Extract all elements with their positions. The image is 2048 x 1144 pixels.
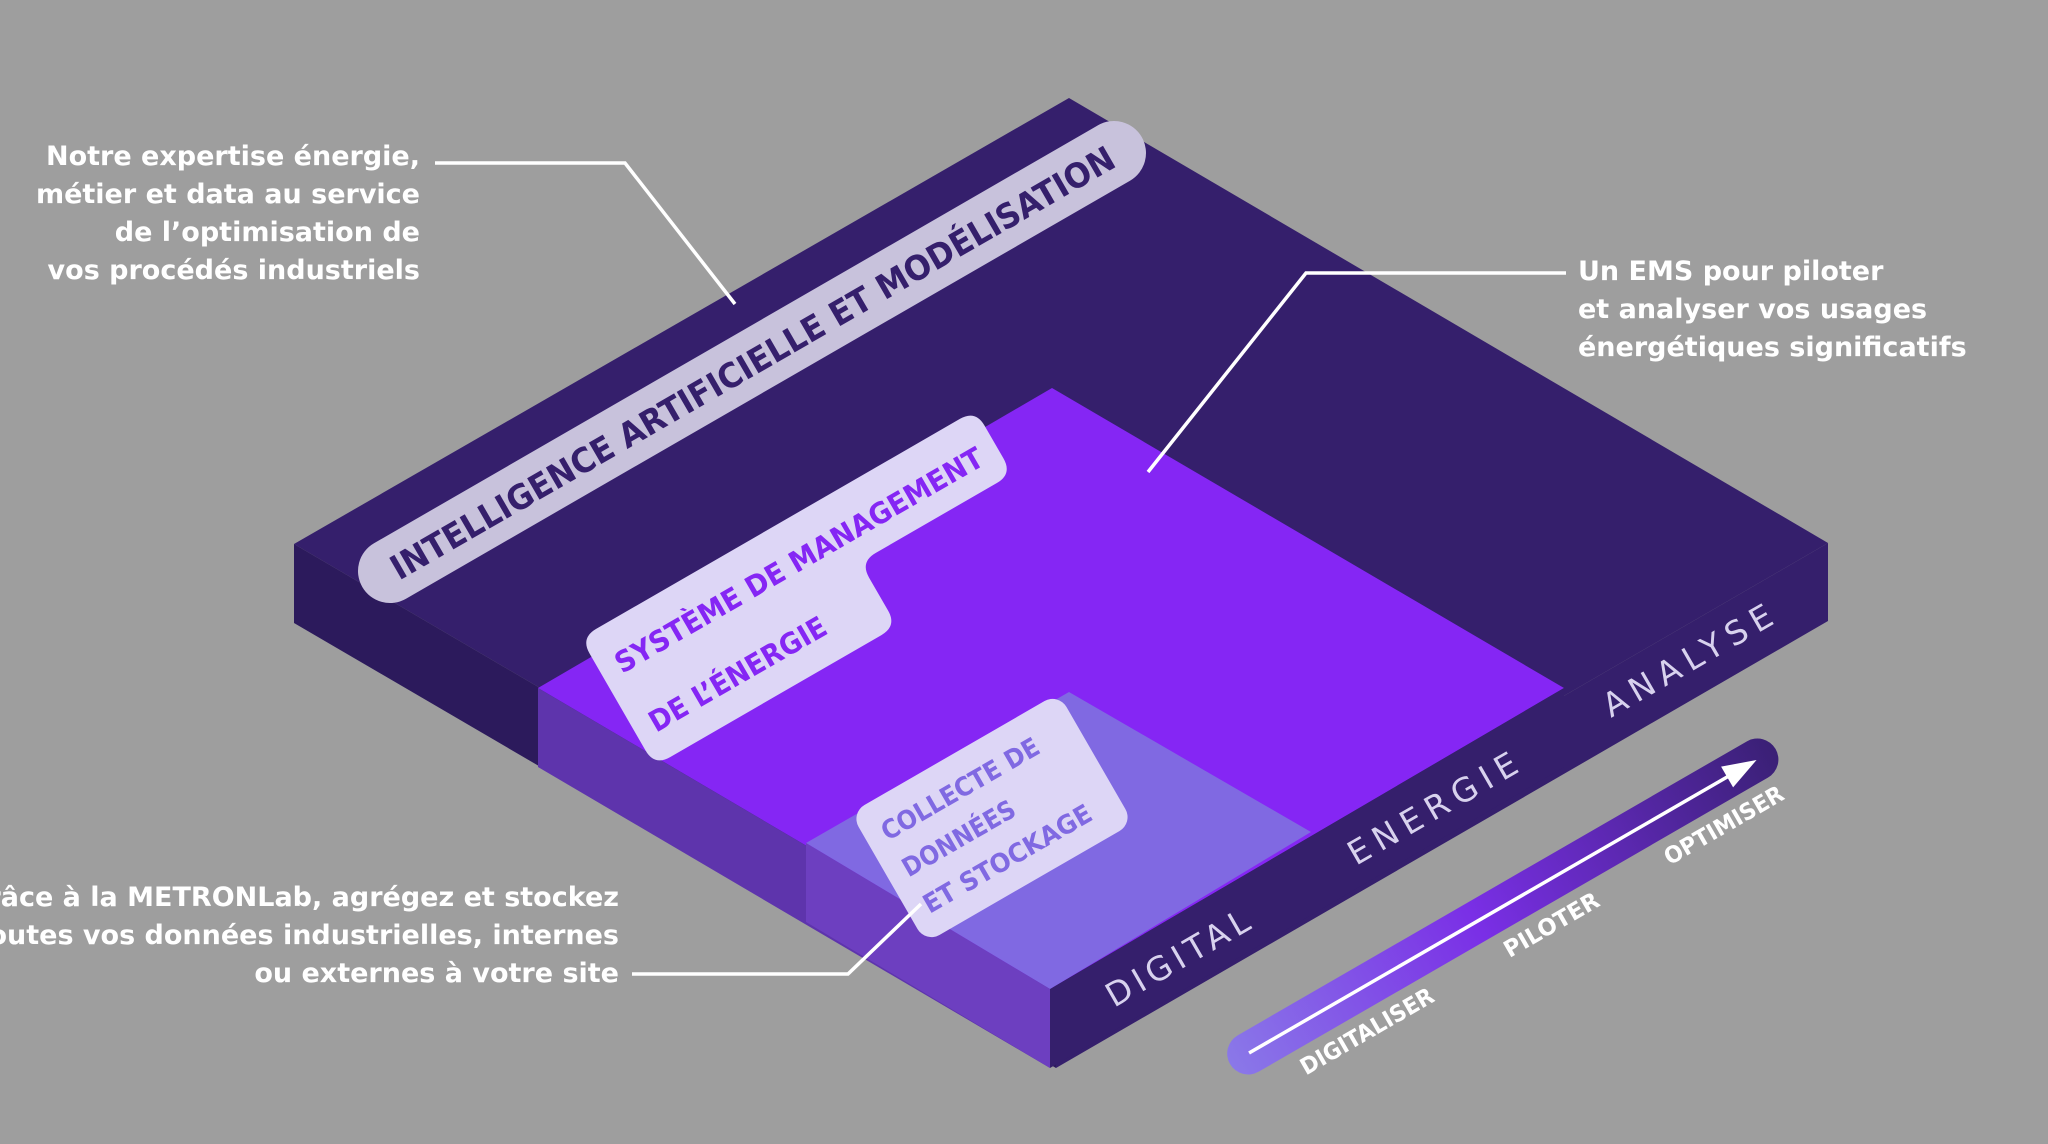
callout-ems: Un EMS pour piloter et analyser vos usag… bbox=[1578, 253, 1967, 367]
ems-layer-right-side bbox=[1050, 688, 1564, 1068]
data-layer-left-side bbox=[806, 843, 1050, 1068]
progress-arrow-line bbox=[1248, 773, 1732, 1055]
callout-metronlab: Grâce à la METRONLab, agrégez et stockez… bbox=[0, 879, 619, 993]
callout-ai-line-4: vos procédés industriels bbox=[47, 255, 420, 286]
arrow-head-icon bbox=[1721, 760, 1757, 788]
callout-ai-line-2: métier et data au service bbox=[35, 179, 420, 210]
ems-label-pill bbox=[586, 415, 1007, 761]
callout-ems-line-1: Un EMS pour piloter bbox=[1578, 256, 1884, 287]
callout-lab-line-2: toutes vos données industrielles, intern… bbox=[0, 920, 619, 951]
callout-lab-line-3: ou externes à votre site bbox=[254, 958, 619, 989]
callout-ai-expertise: Notre expertise énergie, métier et data … bbox=[36, 138, 420, 290]
ai-label-pill bbox=[358, 121, 1146, 603]
data-label-pill bbox=[856, 698, 1128, 938]
leader-line-ai bbox=[435, 161, 737, 306]
callout-ems-line-3: énergétiques significatifs bbox=[1578, 332, 1967, 363]
callout-ai-line-1: Notre expertise énergie, bbox=[45, 141, 420, 172]
leader-line-ems bbox=[1146, 271, 1566, 474]
ems-layer-top bbox=[538, 388, 1564, 989]
leader-line-lab bbox=[632, 902, 923, 976]
callout-ai-line-3: de l’optimisation de bbox=[114, 217, 420, 248]
callout-ems-line-2: et analyser vos usages bbox=[1578, 294, 1928, 325]
callout-lab-line-1: Grâce à la METRONLab, agrégez et stockez bbox=[0, 882, 619, 913]
